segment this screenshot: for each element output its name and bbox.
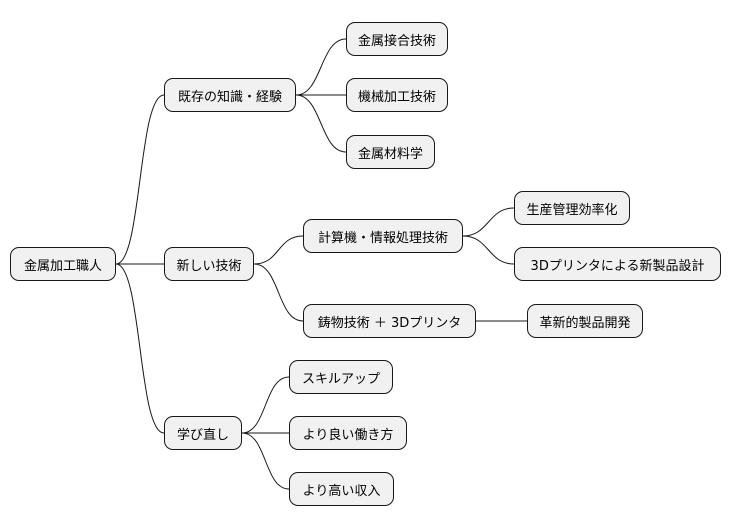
node-machining: 機械加工技術 (346, 78, 448, 112)
node-3dprint-design: 3Dプリンタによる新製品設計 (514, 247, 721, 281)
link-existing-welding (295, 38, 347, 96)
node-higher-income: より高い収入 (289, 472, 394, 506)
node-new-technology: 新しい技術 (164, 247, 254, 281)
root-node: 金属加工職人 (10, 247, 116, 281)
link-relearn-skillup (241, 376, 290, 434)
node-existing-knowledge: 既存の知識・経験 (164, 78, 296, 112)
node-casting-3dprint: 鋳物技術 ＋ 3Dプリンタ (303, 304, 476, 338)
node-production-efficiency: 生産管理効率化 (514, 191, 630, 225)
link-newtech-computing (253, 235, 304, 265)
link-root-relearn (115, 263, 165, 434)
node-metal-joining: 金属接合技術 (346, 22, 448, 56)
node-metal-materials: 金属材料学 (346, 135, 435, 169)
link-computing-3dprint (462, 235, 515, 265)
node-better-work: より良い働き方 (289, 416, 407, 450)
node-innovative-products: 革新的製品開発 (527, 304, 643, 338)
link-computing-efficiency (462, 207, 515, 237)
link-root-existing (115, 94, 165, 265)
node-skill-up: スキルアップ (289, 360, 393, 394)
link-relearn-income (241, 432, 290, 490)
node-relearning: 学び直し (164, 416, 242, 450)
link-existing-materials (295, 94, 347, 153)
node-computing: 計算機・情報処理技術 (303, 219, 463, 253)
link-newtech-casting (253, 263, 304, 322)
